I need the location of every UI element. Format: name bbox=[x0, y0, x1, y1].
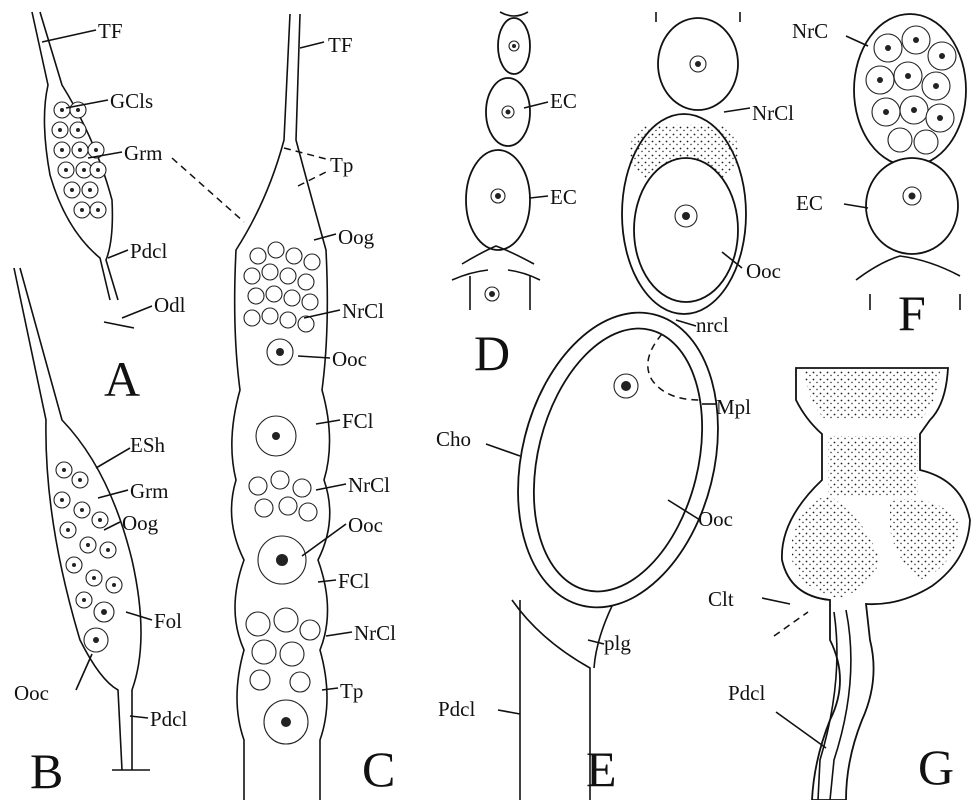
label-tf: TF bbox=[328, 33, 353, 57]
panel-c: TF Tp Oog NrCl Ooc FCl NrCl Ooc FCl NrCl… bbox=[172, 14, 396, 800]
label-pdcl: Pdcl bbox=[130, 239, 168, 263]
panel-letter-e: E bbox=[586, 741, 617, 797]
label-plg: plg bbox=[604, 631, 631, 655]
panel-letter-g: G bbox=[918, 739, 954, 795]
label-tf: TF bbox=[98, 19, 123, 43]
label-nrcl-3: NrCl bbox=[354, 621, 396, 645]
panel-a: TF GCls Grm Pdcl Odl A bbox=[32, 12, 186, 407]
label-oog: Oog bbox=[122, 511, 159, 535]
label-nrc: NrC bbox=[792, 19, 828, 43]
label-tp-top: Tp bbox=[330, 153, 353, 177]
label-ooc: Ooc bbox=[14, 681, 49, 705]
panel-letter-a: A bbox=[104, 351, 140, 407]
germarium-cells-b bbox=[54, 462, 122, 652]
panel-letter-b: B bbox=[30, 743, 63, 799]
panel-f: NrC EC F bbox=[792, 14, 966, 341]
label-ooc-main: Ooc bbox=[698, 507, 733, 531]
label-ooc-top: Ooc bbox=[746, 259, 781, 283]
label-nrcl-1: NrCl bbox=[342, 299, 384, 323]
panel-d: EC EC D bbox=[452, 12, 577, 381]
label-esh: ESh bbox=[130, 433, 166, 457]
panel-letter-c: C bbox=[362, 741, 395, 797]
label-odl: Odl bbox=[154, 293, 186, 317]
label-tp-bottom: Tp bbox=[340, 679, 363, 703]
label-mpl: Mpl bbox=[716, 395, 751, 419]
label-grm: Grm bbox=[124, 141, 163, 165]
label-nrcl: NrCl bbox=[752, 101, 794, 125]
germarium-cells bbox=[52, 102, 106, 218]
label-nrcl-2: NrCl bbox=[348, 473, 390, 497]
label-pdcl: Pdcl bbox=[438, 697, 476, 721]
label-ec-2: EC bbox=[550, 185, 577, 209]
label-nrcl-lower: nrcl bbox=[696, 313, 729, 337]
panel-letter-f: F bbox=[898, 285, 926, 341]
label-pdcl: Pdcl bbox=[150, 707, 188, 731]
label-cho: Cho bbox=[436, 427, 471, 451]
label-oog: Oog bbox=[338, 225, 375, 249]
label-gcls: GCls bbox=[110, 89, 153, 113]
panel-b: ESh Grm Oog Fol Ooc Pdcl B bbox=[14, 268, 188, 799]
label-ooc-2: Ooc bbox=[348, 513, 383, 537]
label-pdcl: Pdcl bbox=[728, 681, 766, 705]
label-ooc-1: Ooc bbox=[332, 347, 367, 371]
panel-g: Clt Pdcl G bbox=[708, 368, 970, 800]
label-fcl-1: FCl bbox=[342, 409, 374, 433]
label-clt: Clt bbox=[708, 587, 734, 611]
label-ec-1: EC bbox=[550, 89, 577, 113]
label-grm: Grm bbox=[130, 479, 169, 503]
label-fcl-2: FCl bbox=[338, 569, 370, 593]
egg-chamber-f bbox=[866, 158, 958, 254]
panel-letter-d: D bbox=[474, 325, 510, 381]
label-fol: Fol bbox=[154, 609, 182, 633]
label-ec: EC bbox=[796, 191, 823, 215]
